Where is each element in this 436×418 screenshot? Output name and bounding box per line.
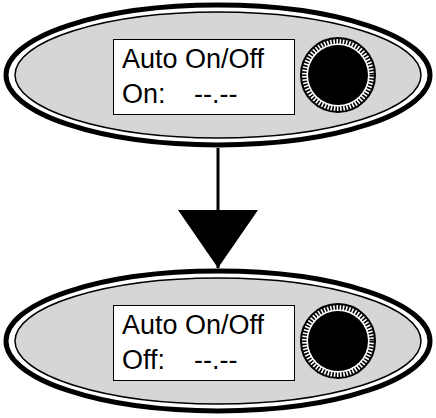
- knob-rim: [301, 38, 375, 112]
- knob-cap: [308, 45, 368, 105]
- flow-arrow: [217, 148, 220, 268]
- display-heading: Auto On/Off: [122, 43, 264, 75]
- display-value: Off:: [122, 344, 165, 376]
- knob-cap: [308, 311, 368, 371]
- panel-outer-rim: [6, 271, 430, 411]
- display-value: --.--: [194, 78, 237, 110]
- display-value: --.--: [194, 344, 237, 376]
- knob-knurl: [304, 41, 372, 109]
- knob-rim: [301, 304, 375, 378]
- panel-outer-rim: [6, 5, 430, 145]
- knob-knurl: [304, 307, 372, 375]
- control-knob: [301, 304, 375, 378]
- panel-face: [15, 12, 421, 138]
- control-knob: [301, 38, 375, 112]
- control-panel: Auto On/OffOn: --.--: [3, 2, 433, 148]
- display-heading: Auto On/Off: [122, 309, 264, 341]
- panel-face: [15, 278, 421, 404]
- lcd-display: Auto On/OffOff: --.--: [113, 305, 295, 381]
- display-value: On:: [122, 78, 166, 110]
- control-panel: Auto On/OffOff: --.--: [3, 268, 433, 414]
- lcd-display: Auto On/OffOn: --.--: [113, 39, 295, 115]
